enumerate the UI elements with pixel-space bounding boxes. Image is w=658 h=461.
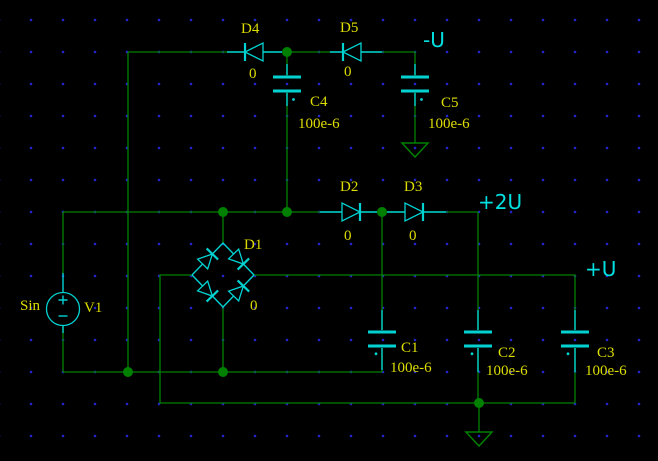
net-label-plus-2u[interactable]: +2U — [478, 190, 523, 214]
label-c4-value[interactable]: 100e-6 — [298, 116, 340, 132]
net-label-plus-u[interactable]: +U — [585, 257, 617, 281]
label-d1-value[interactable]: 0 — [250, 298, 258, 314]
junction-dot — [218, 207, 228, 217]
polarity-dot — [420, 98, 423, 101]
label-d3-value[interactable]: 0 — [409, 228, 417, 244]
junction-dots — [123, 47, 484, 408]
label-d3-name[interactable]: D3 — [404, 179, 423, 195]
cap-plates — [368, 330, 396, 348]
label-d4-name[interactable]: D4 — [241, 21, 260, 37]
diode-triangle — [227, 247, 245, 266]
label-d5-name[interactable]: D5 — [340, 20, 359, 36]
diode-triangle — [341, 201, 362, 223]
junction-dot — [474, 398, 484, 408]
label-c5-value[interactable]: 100e-6 — [428, 116, 470, 132]
label-c5-name[interactable]: C5 — [441, 95, 459, 111]
polarity-dot — [470, 352, 474, 356]
diode-d3[interactable] — [387, 201, 446, 223]
capacitor-c5[interactable] — [401, 64, 429, 106]
bridge-diode — [196, 247, 219, 271]
diode-triangle — [341, 41, 362, 63]
ground-triangle — [464, 431, 494, 448]
label-c3-name[interactable]: C3 — [597, 345, 615, 361]
ground-icon[interactable] — [400, 142, 430, 159]
bridge-diode — [227, 279, 250, 303]
bridge-diode — [227, 247, 250, 271]
net-label-minus-u[interactable]: -U — [423, 28, 445, 52]
plus-icon — [58, 295, 68, 305]
label-d4-value[interactable]: 0 — [249, 66, 257, 82]
diode-d2[interactable] — [320, 201, 377, 223]
junction-dot — [123, 367, 133, 377]
cathode-bar — [236, 279, 250, 293]
bridge-diode — [196, 279, 219, 303]
junction-dot — [282, 207, 292, 217]
capacitor-c2[interactable] — [464, 310, 492, 372]
source-circle — [45, 291, 81, 327]
diode-triangle — [196, 252, 214, 271]
label-c2-name[interactable]: C2 — [498, 345, 516, 361]
junction-dot — [218, 367, 228, 377]
label-d1-name[interactable]: D1 — [244, 237, 263, 253]
cathode-bar — [205, 247, 219, 261]
cap-plates — [561, 330, 589, 348]
voltage-source-v1[interactable] — [45, 273, 81, 333]
diode-d5[interactable] — [330, 41, 382, 63]
ground-triangle — [400, 142, 430, 159]
cathode-bar — [205, 289, 219, 303]
label-d2-value[interactable]: 0 — [344, 228, 352, 244]
junction-dot — [377, 207, 387, 217]
diode-d4[interactable] — [227, 41, 282, 63]
diode-triangle — [196, 279, 214, 298]
capacitor-c4[interactable] — [273, 64, 301, 106]
bridge-rectifier-d1[interactable] — [191, 241, 255, 309]
label-c2-value[interactable]: 100e-6 — [486, 363, 528, 379]
cathode-bar — [236, 257, 250, 271]
label-v1-waveform[interactable]: Sin — [20, 298, 41, 314]
cap-plates — [273, 75, 301, 93]
cap-plates — [464, 330, 492, 348]
ground-icon[interactable] — [464, 431, 494, 448]
junction-dot — [282, 47, 292, 57]
label-c1-value[interactable]: 100e-6 — [390, 360, 432, 376]
polarity-dot — [292, 98, 295, 101]
capacitor-c3[interactable] — [561, 310, 589, 372]
diode-triangle — [243, 41, 264, 63]
cap-plates — [401, 75, 429, 93]
diode-triangle — [404, 201, 425, 223]
diode-triangle — [227, 284, 245, 303]
capacitor-c1[interactable] — [368, 310, 396, 370]
label-d5-value[interactable]: 0 — [344, 64, 352, 80]
label-c3-value[interactable]: 100e-6 — [585, 363, 627, 379]
label-v1-name[interactable]: V1 — [84, 300, 103, 316]
label-d2-name[interactable]: D2 — [340, 179, 359, 195]
polarity-dot — [566, 352, 570, 356]
label-c4-name[interactable]: C4 — [310, 94, 328, 110]
label-c1-name[interactable]: C1 — [401, 340, 419, 356]
polarity-dot — [374, 352, 378, 356]
